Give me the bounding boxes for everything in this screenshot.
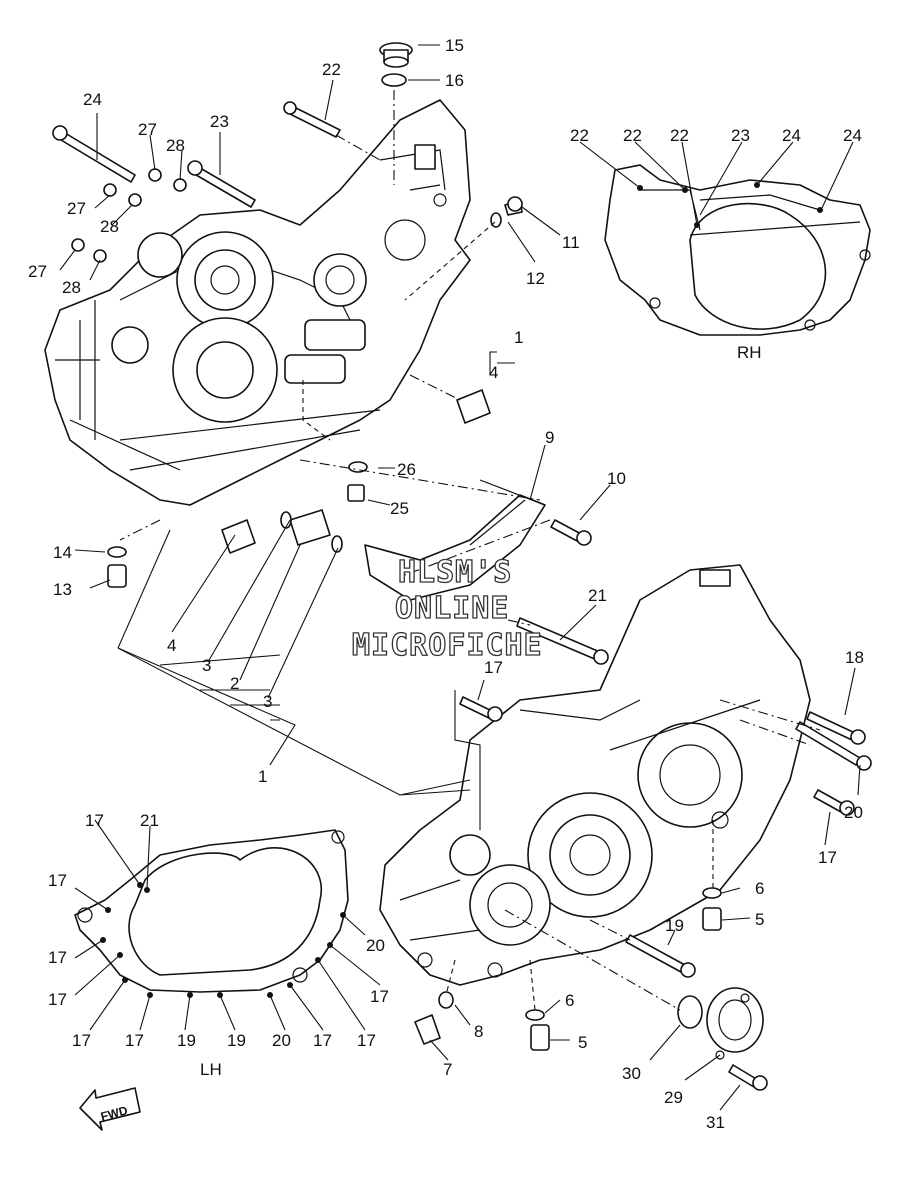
callout-27: 27 [138,120,157,139]
lh-callout-19: 19 [177,1031,196,1050]
lh-callout-17: 17 [370,987,389,1006]
callout-14: 14 [53,543,72,562]
callout-1: 1 [514,328,523,347]
callout-22: 22 [322,60,341,79]
callout-24: 24 [83,90,102,109]
callout-30: 30 [622,1064,641,1083]
callout-18: 18 [845,648,864,667]
lh-callout-17: 17 [48,990,67,1009]
callout-31: 31 [706,1113,725,1132]
lh-callout-17: 17 [85,811,104,830]
watermark-line-3: MICROFICHE [352,628,543,663]
callout-19: 19 [665,916,684,935]
watermark: HLSM'S ONLINE MICROFICHE [351,554,543,663]
callout-6: 6 [755,879,764,898]
lh-callout-21: 21 [140,811,159,830]
callout-1: 1 [258,767,267,786]
callout-13: 13 [53,580,72,599]
watermark-line-1: HLSM'S [398,555,512,590]
lh-callout-17: 17 [48,948,67,967]
callout-3: 3 [263,692,272,711]
callout-11: 11 [562,233,580,252]
callout-21: 21 [588,586,607,605]
callout-23: 23 [210,112,229,131]
fwd-arrow-icon: FWD [79,1087,141,1131]
callout-17: 17 [818,848,837,867]
lh-callout-17: 17 [313,1031,332,1050]
right-crankcase-half [379,564,811,986]
callout-2: 2 [230,674,239,693]
fwd-label: FWD [99,1103,129,1124]
leader-lines [59,44,861,1111]
callout-28: 28 [62,278,81,297]
lh-callout-19: 19 [227,1031,246,1050]
lh-callout-17: 17 [357,1031,376,1050]
callout-8: 8 [474,1022,483,1041]
rh-callout-22: 22 [670,126,689,145]
rh-label: RH [737,343,762,362]
rh-callout-22: 22 [570,126,589,145]
callout-28: 28 [166,136,185,155]
callout-20: 20 [844,803,863,822]
callout-7: 7 [443,1060,452,1079]
callout-10: 10 [607,469,626,488]
callout-6: 6 [565,991,574,1010]
callout-29: 29 [664,1088,683,1107]
callout-3: 3 [202,656,211,675]
lh-callout-17: 17 [72,1031,91,1050]
callout-28: 28 [100,217,119,236]
callout-5: 5 [755,910,764,929]
rh-callout-23: 23 [731,126,750,145]
callout-4: 4 [489,363,498,382]
callout-26: 26 [397,460,416,479]
rh-callout-22: 22 [623,126,642,145]
left-crankcase-half [44,99,471,506]
callout-27: 27 [28,262,47,281]
callout-27: 27 [67,199,86,218]
lh-label: LH [200,1060,222,1079]
small-parts [52,42,872,1091]
callout-9: 9 [545,428,554,447]
rh-callout-24: 24 [782,126,801,145]
callout-25: 25 [390,499,409,518]
lh-callout-17: 17 [125,1031,144,1050]
callout-5: 5 [578,1033,587,1052]
callout-12: 12 [526,269,545,288]
lh-callout-17: 17 [48,871,67,890]
rh-inset-crankcase [604,164,871,336]
lh-callout-20: 20 [272,1031,291,1050]
lh-callout-20: 20 [366,936,385,955]
lh-inset-crankcase [74,829,349,998]
watermark-line-2: ONLINE [395,591,509,626]
callout-4: 4 [167,636,176,655]
callout-16: 16 [445,71,464,90]
rh-callout-24: 24 [843,126,862,145]
callout-17: 17 [484,658,503,677]
callout-15: 15 [445,36,464,55]
callout-numbers: 15 16 22 24 27 28 23 27 28 27 28 11 12 1… [28,36,864,1132]
